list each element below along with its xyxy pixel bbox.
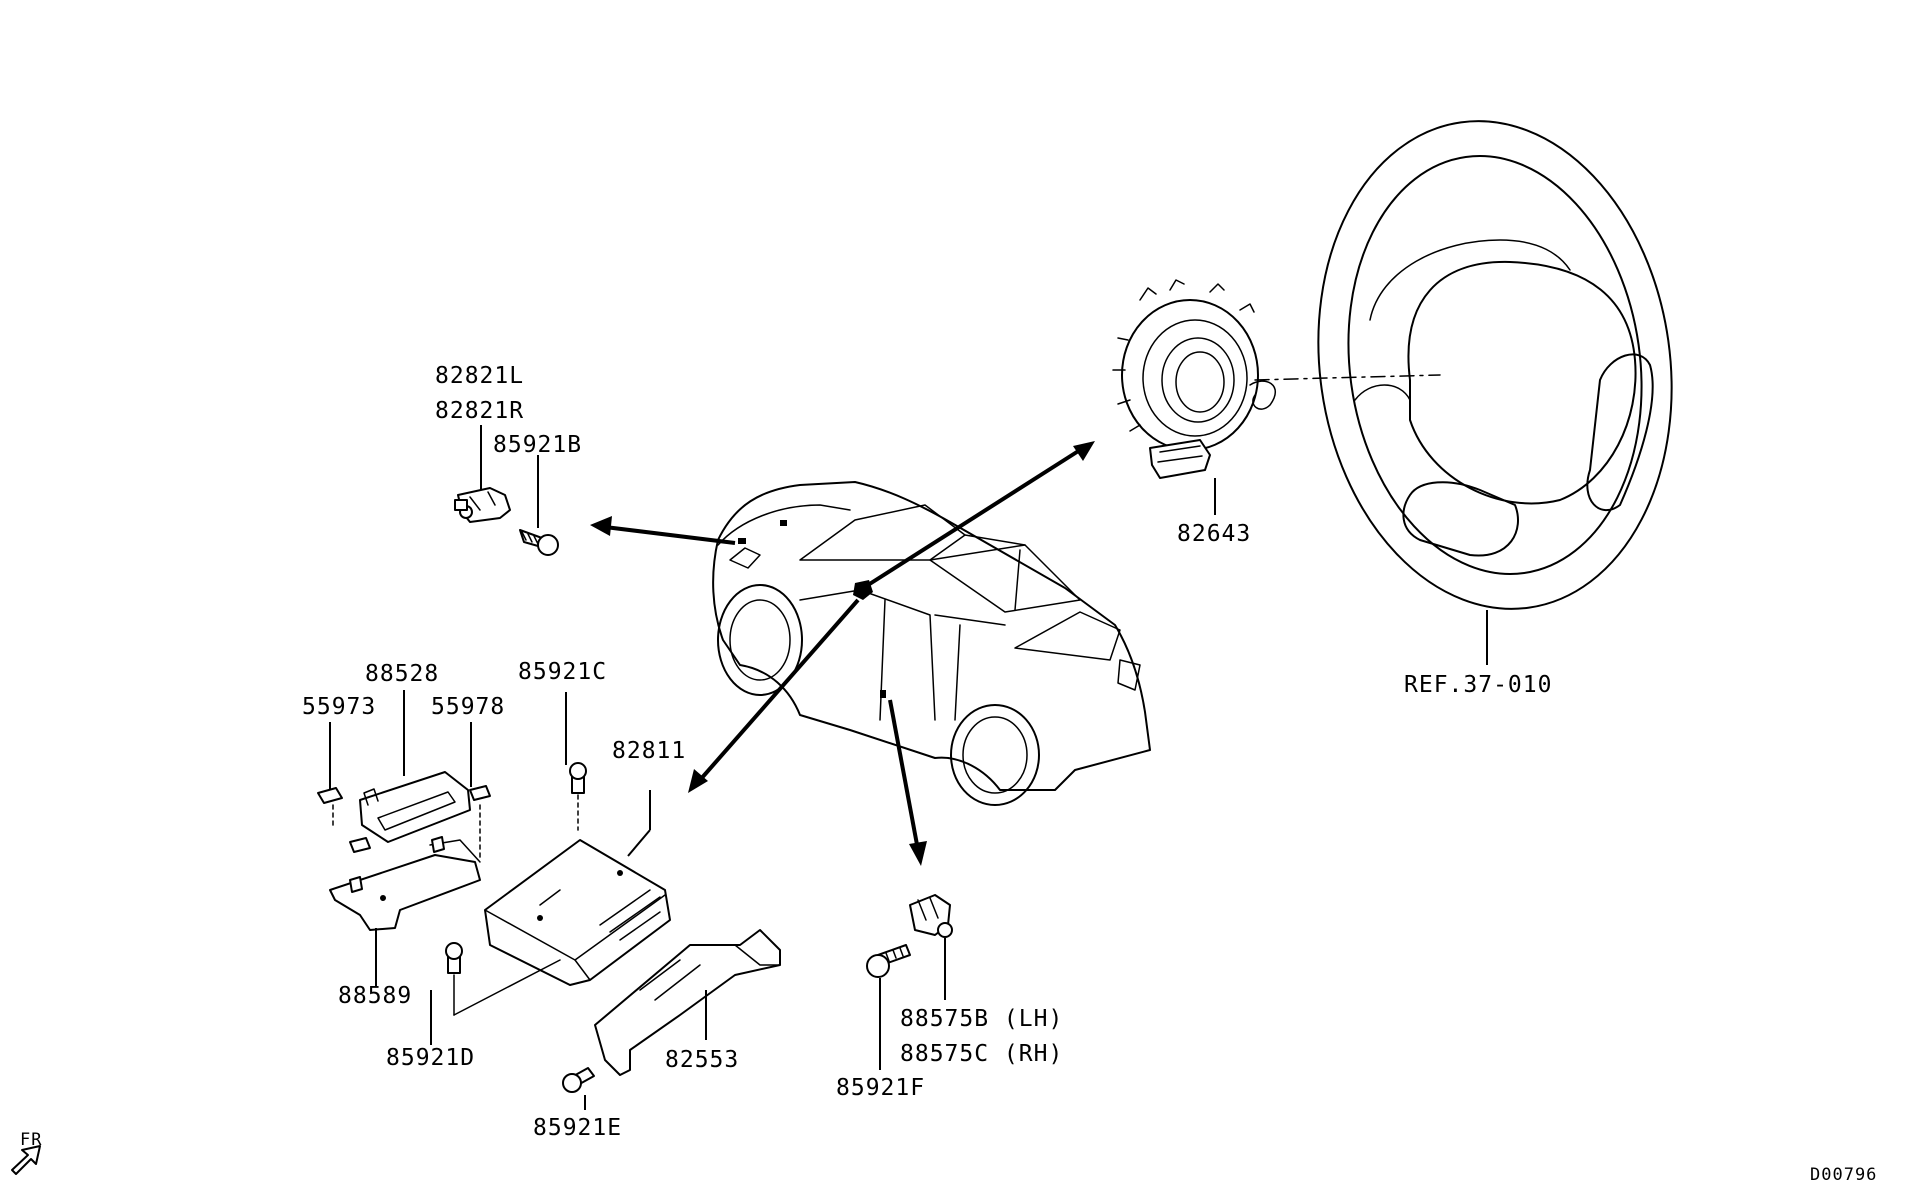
label-82821L: 82821L [435, 363, 524, 389]
label-55973: 55973 [302, 694, 376, 720]
label-85921B: 85921B [493, 432, 582, 458]
label-85921F: 85921F [836, 1075, 925, 1101]
front-direction-arrow-icon [11, 1145, 41, 1175]
center-line [1254, 374, 1441, 381]
steering-wheel [1317, 120, 1673, 610]
front-impact-sensor [454, 487, 559, 556]
label-82553: 82553 [665, 1047, 739, 1073]
label-88589: 88589 [338, 983, 412, 1009]
label-82821R: 82821R [435, 398, 524, 424]
label-85921E: 85921E [533, 1115, 622, 1141]
vehicle-illustration [712, 481, 1151, 806]
label-ref-37-010: REF.37-010 [1404, 672, 1552, 698]
label-88575B-LH: 88575B (LH) [900, 1006, 1063, 1032]
drawing-number: D00796 [1810, 1165, 1877, 1185]
label-55978: 55978 [431, 694, 505, 720]
g-sensor-assembly [317, 771, 491, 931]
label-88528: 88528 [365, 661, 439, 687]
side-impact-sensor [866, 894, 953, 978]
label-85921C: 85921C [518, 659, 607, 685]
label-82811: 82811 [612, 738, 686, 764]
clock-spring [1112, 279, 1277, 479]
label-fr: FR [20, 1130, 42, 1150]
srs-air-bag-ecu [445, 762, 671, 986]
label-88575C-RH: 88575C (RH) [900, 1041, 1063, 1067]
locator-arrows [590, 441, 1095, 866]
label-85921D: 85921D [386, 1045, 475, 1071]
label-82643: 82643 [1177, 521, 1251, 547]
ecu-bracket [562, 929, 781, 1093]
